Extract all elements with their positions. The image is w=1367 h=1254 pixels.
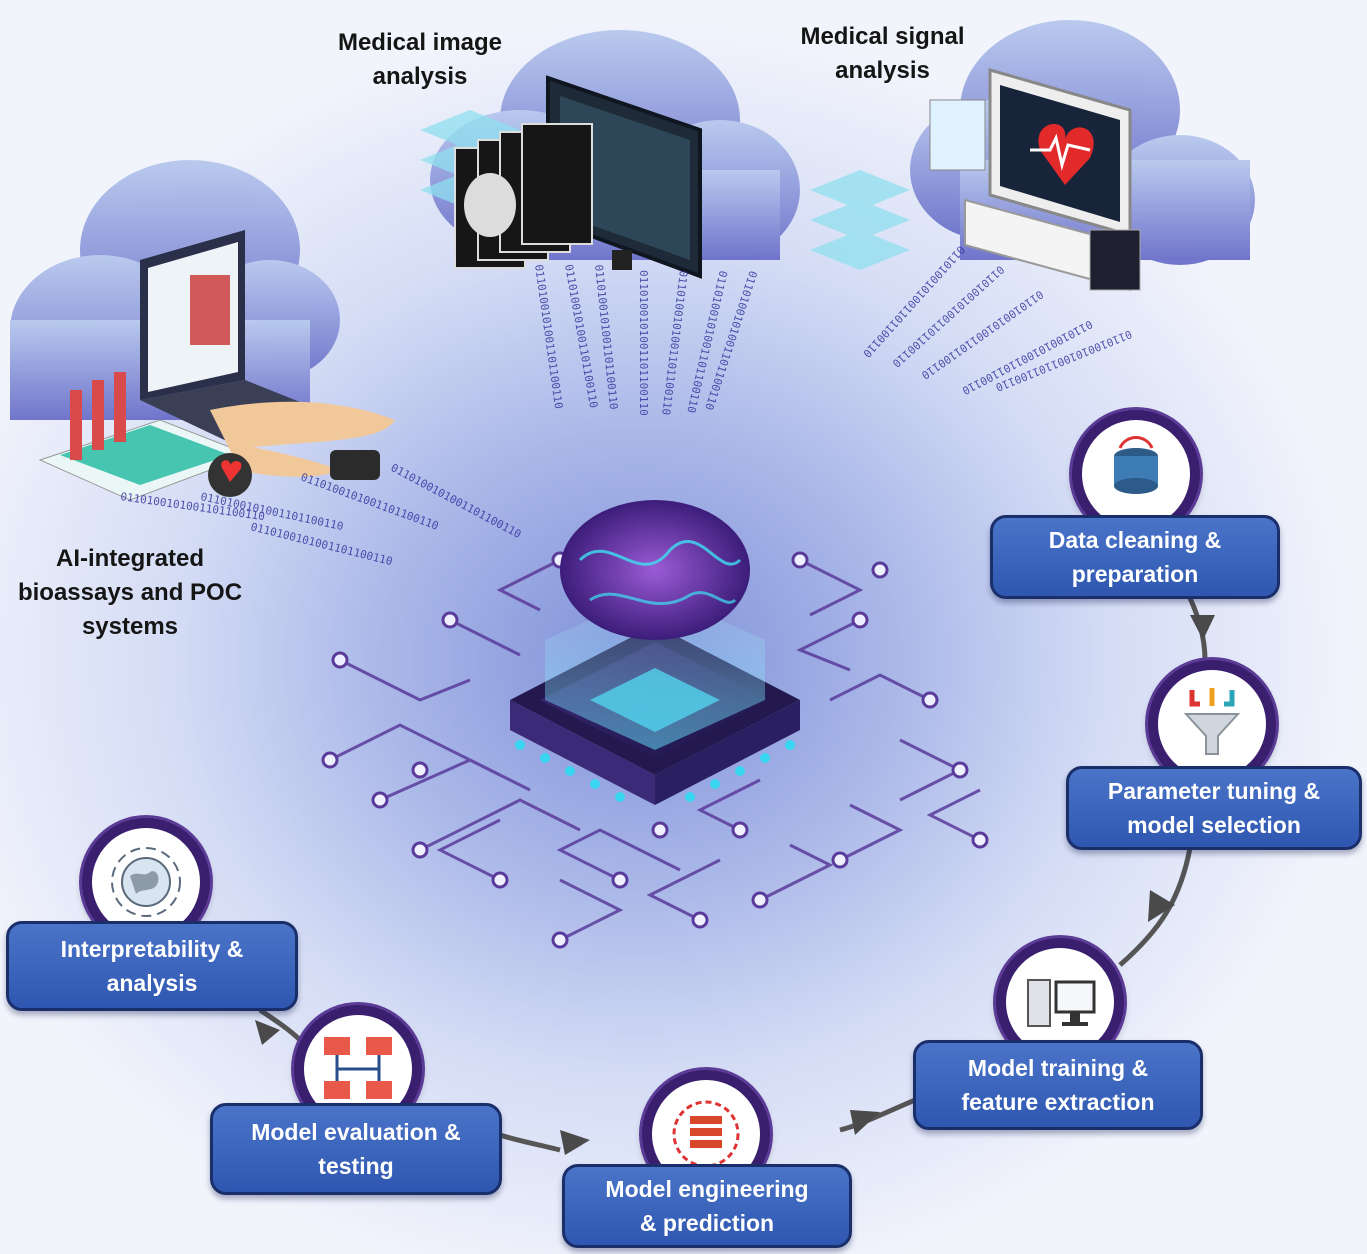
step-line: Parameter tuning & bbox=[1107, 778, 1321, 804]
step-line: Data cleaning & bbox=[1048, 527, 1222, 553]
step-interpretability: Interpretability & analysis bbox=[6, 921, 298, 1011]
label-bioassays: AI-integrated bioassays and POC systems bbox=[10, 542, 250, 644]
label-line: bioassays and POC bbox=[17, 579, 243, 606]
circuit-traces bbox=[329, 558, 981, 942]
label-line: Medical signal bbox=[800, 23, 965, 50]
step-line: Model training & bbox=[967, 1055, 1149, 1081]
step-line: preparation bbox=[1071, 561, 1199, 587]
label-line: analysis bbox=[372, 63, 468, 90]
brain-icon bbox=[560, 500, 750, 640]
step-line: & prediction bbox=[639, 1210, 775, 1236]
label-line: analysis bbox=[835, 57, 930, 84]
binary-stream: 0110100101001101100110 bbox=[684, 269, 729, 414]
step-line: Model engineering bbox=[605, 1176, 809, 1202]
laptop-bioassay bbox=[38, 230, 395, 501]
step-model-evaluation: Model evaluation & testing bbox=[210, 1103, 502, 1195]
step-parameter-tuning: Parameter tuning & model selection bbox=[1066, 766, 1362, 850]
step-data-cleaning: Data cleaning & preparation bbox=[990, 515, 1280, 599]
label-line: systems bbox=[81, 613, 179, 640]
binary-stream: 0110100101001101100110 bbox=[389, 461, 524, 541]
step-line: analysis bbox=[106, 970, 198, 996]
binary-stream: 0110100101001101100110 bbox=[659, 270, 690, 416]
signal-workstation bbox=[929, 68, 1141, 292]
binary-stream: 0110100101001101100110 bbox=[637, 270, 650, 416]
label-image-analysis: Medical image analysis bbox=[320, 26, 520, 94]
imaging-monitor bbox=[454, 75, 702, 279]
workflow-arrowheads bbox=[255, 615, 1215, 1155]
step-line: Interpretability & bbox=[60, 936, 244, 962]
step-model-engineering: Model engineering & prediction bbox=[562, 1164, 852, 1248]
step-line: feature extraction bbox=[961, 1089, 1155, 1115]
step-line: testing bbox=[318, 1153, 394, 1179]
step-line: model selection bbox=[1127, 812, 1301, 838]
label-line: AI-integrated bbox=[55, 545, 204, 572]
data-layers-right bbox=[810, 170, 910, 270]
binary-stream: 0110100101001101100110 bbox=[532, 264, 565, 410]
circuit-nodes bbox=[321, 551, 989, 949]
step-model-training: Model training & feature extraction bbox=[913, 1040, 1203, 1130]
step-line: Model evaluation & bbox=[251, 1119, 461, 1145]
ai-chip bbox=[510, 590, 800, 805]
label-signal-analysis: Medical signal analysis bbox=[780, 20, 985, 88]
label-line: Medical image bbox=[337, 29, 503, 56]
